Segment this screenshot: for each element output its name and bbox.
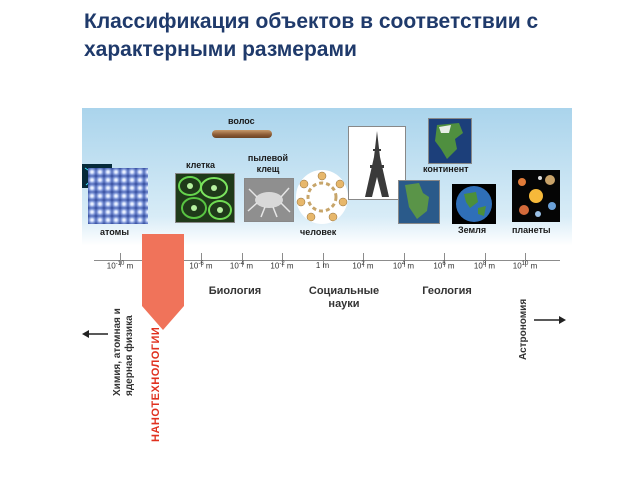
scale-tick-label: 1010 m	[512, 261, 538, 271]
geology-label: Геология	[422, 285, 472, 297]
earth-image	[452, 184, 496, 224]
atoms-label: атомы	[100, 227, 130, 237]
hair-label: волос	[228, 116, 255, 126]
scale-tick-label: 10-2 m	[270, 261, 294, 271]
human-figures-image	[296, 170, 348, 224]
scale-axis	[94, 260, 560, 261]
continent-label: континент	[423, 164, 469, 174]
astronomy-label: Астрономия	[518, 298, 529, 360]
scale-tick	[322, 253, 324, 267]
chemistry-text: Химия, атомная и ядерная физика	[112, 308, 135, 396]
cell-image	[175, 173, 235, 223]
scale-tick	[201, 253, 202, 267]
social-sciences-label: Социальные науки	[308, 285, 380, 310]
map-image	[398, 180, 440, 224]
hair-image	[212, 130, 272, 138]
scale-tick	[282, 253, 283, 267]
scale-tick-label: 106 m	[433, 261, 455, 271]
left-arrow-icon	[82, 330, 108, 338]
size-scale-diagram: волос пылевой клещ клетка ато	[82, 108, 572, 470]
scale-tick-label: 102 m	[352, 261, 374, 271]
page-title: Классификация объектов в соответствии с …	[84, 10, 539, 61]
human-label: человек	[300, 227, 337, 237]
scale-tick-label: 104 m	[392, 261, 415, 271]
earth-label: Земля	[458, 225, 487, 235]
scale-tick-label: 10-10 m	[106, 261, 134, 271]
scale-tick	[484, 253, 486, 267]
scale-tick-label: 10-6 m	[189, 261, 213, 271]
biology-label: Биология	[208, 285, 262, 297]
right-arrow-icon	[534, 316, 566, 324]
cell-label: клетка	[186, 160, 216, 170]
atoms-image	[88, 168, 148, 224]
nanotech-label: НАНОТЕХНОЛОГИИ	[150, 326, 162, 442]
scale-tick-label: 1 m	[315, 261, 330, 270]
planets-label: планеты	[512, 225, 551, 235]
scale-tick	[525, 253, 526, 267]
scale-tick	[403, 253, 405, 267]
dust-mite-image	[244, 178, 294, 222]
continent-image	[428, 118, 472, 164]
scale-tick	[363, 253, 364, 267]
scale-tick-label: 10-4 m	[229, 261, 254, 271]
scale-tick-label: 108 m	[473, 261, 496, 271]
scale-tick	[120, 253, 121, 267]
solar-system-image	[512, 170, 560, 222]
eiffel-tower-image	[348, 126, 406, 200]
scale-tick	[241, 253, 243, 267]
scale-tick	[444, 253, 445, 267]
dust-mite-label: пылевой клещ	[247, 153, 289, 174]
nanotech-arrow	[142, 234, 184, 330]
chemistry-label: Химия, атомная и ядерная физика	[112, 276, 136, 396]
